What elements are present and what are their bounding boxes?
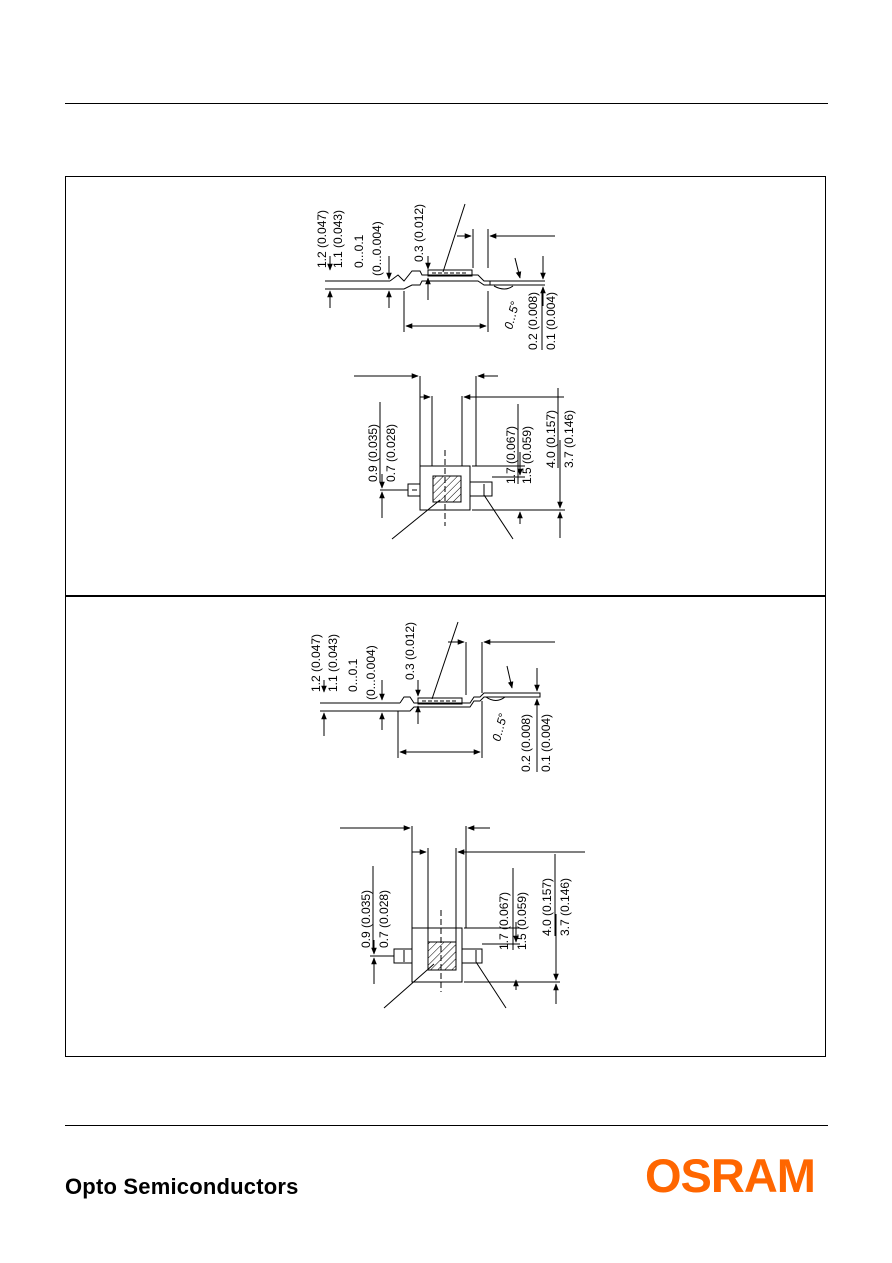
top-side-view-labels: 1.2 (0.047) 1.1 (0.043) 0...0.1 (0...0.0… <box>315 204 558 350</box>
bottom-top-view-labels: 0.9 (0.035) 0.7 (0.028) 1.7 (0.067) 1.5 … <box>359 854 572 950</box>
company-division-label: Opto Semiconductors <box>65 1174 299 1199</box>
dim-angle-0-5-b: 0...5° <box>489 712 510 743</box>
dim-1-7-067-b: 1.7 (0.067) <box>497 892 511 950</box>
top-top-view-labels: 0.9 (0.035) 0.7 (0.028) 1.7 (0.067) 1.5 … <box>366 388 576 484</box>
dim-0-2-008: 0.2 (0.008) <box>526 292 540 350</box>
dim-0-9-035-b: 0.9 (0.035) <box>359 890 373 948</box>
package-outline-frame <box>65 176 826 1057</box>
dim-0-0-004: (0...0.004) <box>370 221 384 276</box>
frame-divider <box>66 595 825 597</box>
dim-0-0-004-b: (0...0.004) <box>364 645 378 700</box>
bottom-top-view <box>340 825 585 1009</box>
top-top-view <box>354 373 565 540</box>
dim-0-0-1: 0...0.1 <box>352 234 366 268</box>
dim-0-3-012-b: 0.3 (0.012) <box>403 622 417 680</box>
dim-0-7-028: 0.7 (0.028) <box>384 424 398 482</box>
dim-3-7-146-b: 3.7 (0.146) <box>558 878 572 936</box>
dim-0-9-035: 0.9 (0.035) <box>366 424 380 482</box>
dim-angle-0-5: 0...5° <box>501 300 522 331</box>
dim-1-5-059: 1.5 (0.059) <box>520 426 534 484</box>
header-rule <box>65 103 828 104</box>
dim-1-1-043: 1.1 (0.043) <box>331 210 345 268</box>
dim-1-7-067: 1.7 (0.067) <box>504 426 518 484</box>
dim-0-1-004: 0.1 (0.004) <box>544 292 558 350</box>
bottom-side-view <box>320 621 555 758</box>
footer-rule <box>65 1125 828 1126</box>
dim-1-2-047-b: 1.2 (0.047) <box>309 634 323 692</box>
dim-4-0-157-b: 4.0 (0.157) <box>540 878 554 936</box>
dim-0-2-008-b: 0.2 (0.008) <box>519 714 533 772</box>
dim-0-1-004-b: 0.1 (0.004) <box>539 714 553 772</box>
bottom-side-view-labels: 1.2 (0.047) 1.1 (0.043) 0...0.1 (0...0.0… <box>309 622 553 772</box>
dim-1-1-043-b: 1.1 (0.043) <box>326 634 340 692</box>
dim-0-0-1-b: 0...0.1 <box>346 658 360 692</box>
dim-1-2-047: 1.2 (0.047) <box>315 210 329 268</box>
dim-3-7-146: 3.7 (0.146) <box>562 410 576 468</box>
dim-1-5-059-b: 1.5 (0.059) <box>515 892 529 950</box>
osram-logo: OSRAM <box>645 1149 816 1202</box>
dim-0-7-028-b: 0.7 (0.028) <box>377 890 391 948</box>
dim-4-0-157: 4.0 (0.157) <box>544 410 558 468</box>
dim-0-3-012: 0.3 (0.012) <box>412 204 426 262</box>
top-side-view <box>325 203 555 332</box>
